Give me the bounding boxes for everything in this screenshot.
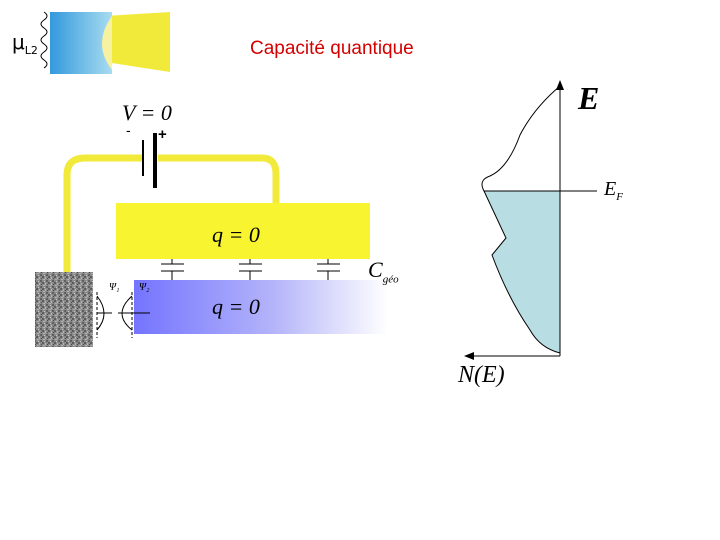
- psi1-label: Ψ₁: [109, 282, 120, 293]
- slide-title: Capacité quantique: [250, 38, 414, 59]
- bottom-plate-charge-label: q = 0: [212, 294, 260, 319]
- capacitor-symbol: [161, 259, 184, 280]
- top-plate-charge-label: q = 0: [212, 222, 260, 247]
- logo-symbol: μ: [12, 30, 25, 54]
- dos-axis-label: N(E): [458, 362, 505, 388]
- capacitor-symbol: [317, 259, 340, 280]
- psi2-label: Ψ₂: [139, 282, 150, 293]
- energy-axis-arrowhead: [556, 80, 564, 90]
- logo-subscript: L2: [24, 44, 38, 57]
- grey-electrode: [35, 272, 93, 347]
- dos-plot: [464, 80, 597, 360]
- energy-axis-label: E: [578, 80, 600, 116]
- logo-text: μL2: [12, 30, 38, 57]
- logo-wavy-line: [40, 11, 48, 69]
- fermi-symbol: E: [604, 178, 617, 200]
- capacitance-symbol: C: [368, 257, 383, 282]
- capacitor-symbol: [239, 259, 262, 280]
- battery: [142, 133, 157, 188]
- logo-blue-block: [50, 12, 112, 74]
- circuit-wire: [63, 154, 280, 275]
- logo-graphic: [40, 11, 170, 74]
- top-plate: [116, 203, 370, 259]
- dos-curve-upper: [481, 85, 561, 192]
- dos-filled-region: [483, 190, 561, 354]
- voltage-label: V = 0: [122, 100, 172, 125]
- logo-light-beam: [105, 12, 170, 72]
- battery-plus-label: +: [158, 126, 167, 143]
- fermi-subscript: F: [616, 191, 623, 203]
- capacitance-subscript: géo: [382, 273, 399, 286]
- fermi-level-label: EF: [604, 178, 623, 203]
- bottom-plate: [134, 280, 388, 334]
- wavefunction-sketch: [96, 292, 150, 338]
- dos-axis-arrowhead: [464, 352, 474, 360]
- capacitance-label: Cgéo: [368, 257, 399, 285]
- battery-minus-label: -: [126, 122, 131, 138]
- logo-lens: [102, 16, 112, 70]
